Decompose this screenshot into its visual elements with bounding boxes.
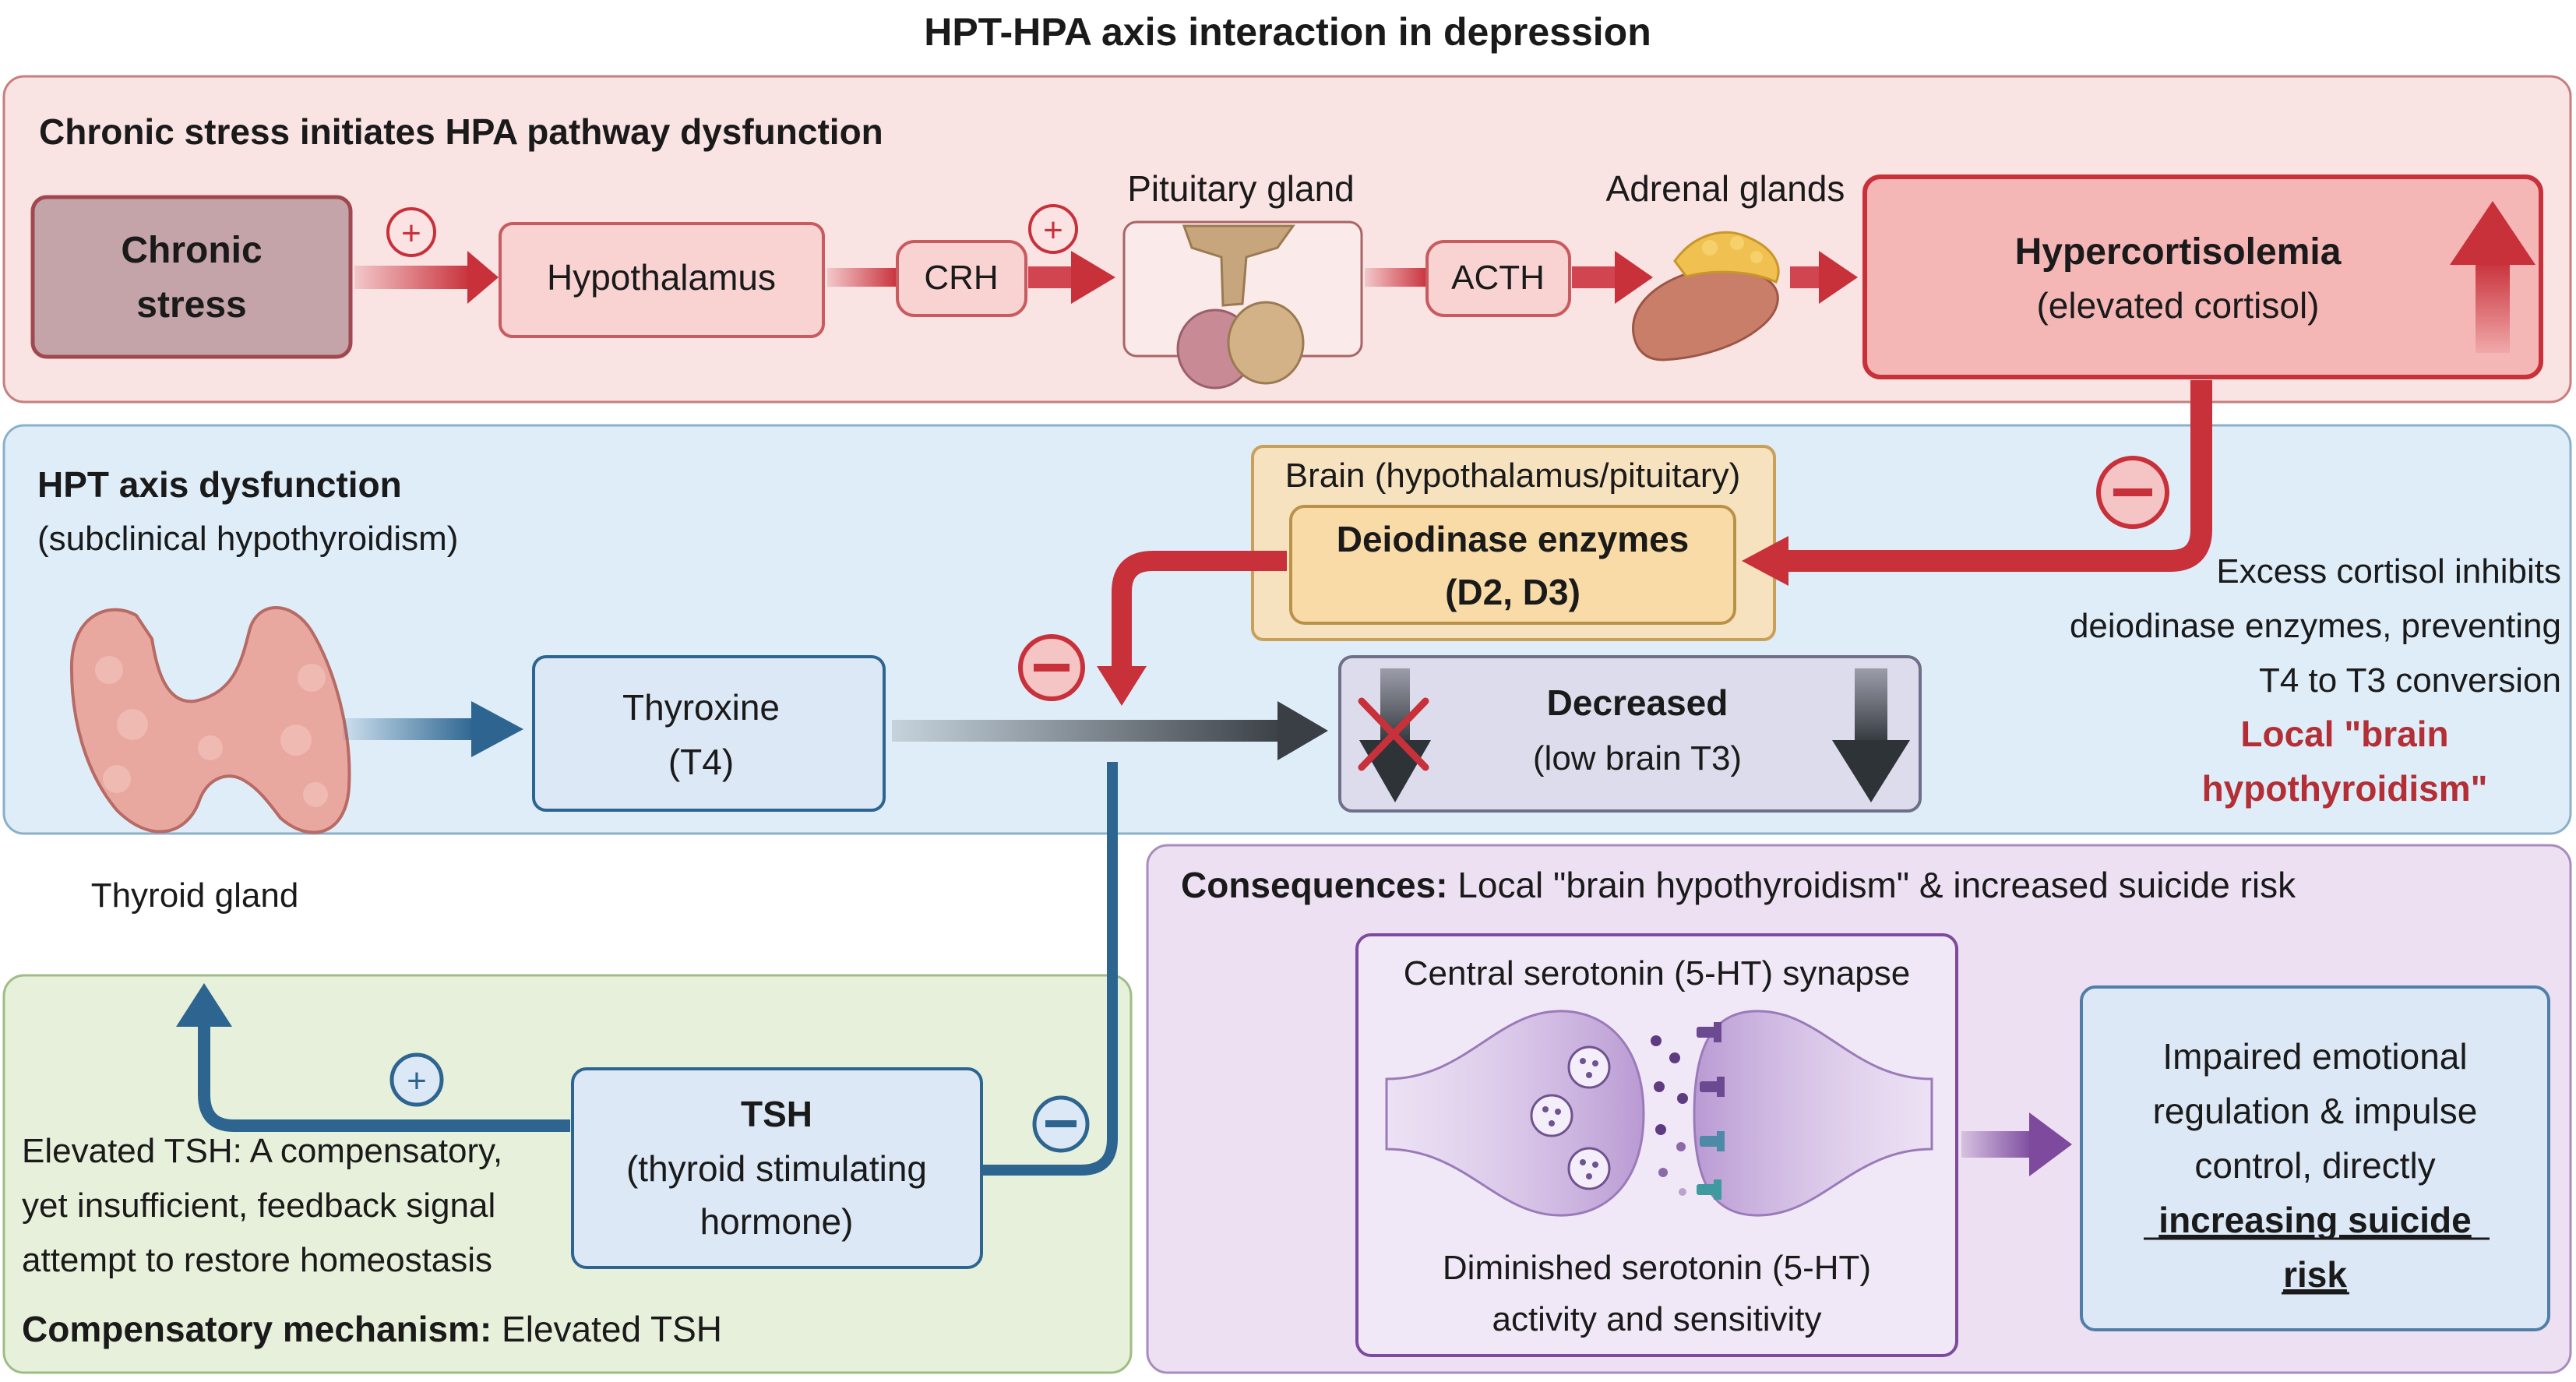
synapse-illustration-icon [1385, 1010, 1933, 1217]
impaired-text-2: regulation & impulse [2153, 1091, 2478, 1131]
tsh-feedback-path [198, 1022, 570, 1132]
impaired-text-3: control, directly [2194, 1145, 2435, 1186]
tsh-desc-2: hormone) [700, 1201, 854, 1242]
pituitary-gland-icon [1176, 224, 1305, 390]
minus-bar [1034, 664, 1070, 672]
hpt-subheading: (subclinical hypothyroidism) [37, 520, 458, 558]
d2d3-label: (D2, D3) [1445, 572, 1580, 612]
elevated-tsh-text-3: attempt to restore homeostasis [22, 1241, 492, 1279]
cortisol-note-2: deiodinase enzymes, preventing [2070, 607, 2561, 645]
hypothalamus-label: Hypothalamus [547, 257, 776, 298]
compensatory-mechanism-bold: Compensatory mechanism: [22, 1309, 492, 1349]
elevated-tsh-text-1: Elevated TSH: A compensatory, [22, 1132, 502, 1170]
thyroxine-label: Thyroxine [622, 687, 780, 728]
local-brain-hypo-2: hypothyroidism" [2202, 768, 2488, 809]
pituitary-label: Pituitary gland [1127, 168, 1355, 209]
diagram-title: HPT-HPA axis interaction in depression [924, 10, 1651, 54]
arrow-shaft [1365, 268, 1429, 287]
arrow-head-icon [471, 701, 523, 757]
consequences-heading-bold: Consequences: [1181, 865, 1448, 905]
arrow-head-icon [1277, 701, 1328, 760]
arrow-head-icon [1819, 251, 1858, 304]
down-arrow-shaft [1855, 668, 1887, 746]
minus-bar [1045, 1120, 1077, 1127]
deiodinase-label: Deiodinase enzymes [1337, 519, 1690, 559]
suicide-risk-text-1: increasing suicide [2158, 1200, 2471, 1240]
impaired-regulation-box [2080, 985, 2550, 1331]
acth-box [1425, 240, 1571, 317]
arrow-head-icon [1615, 251, 1653, 304]
compensatory-mechanism-line: Compensatory mechanism: Elevated TSH [22, 1309, 722, 1349]
arrow-head-icon [1071, 251, 1115, 304]
chronic-stress-label-2: stress [136, 284, 246, 326]
compensatory-mechanism-text: Elevated TSH [492, 1309, 722, 1349]
arrow-head-icon [2029, 1112, 2072, 1176]
synapse-label: Central serotonin (5-HT) synapse [1404, 954, 1910, 992]
plus-sign: + [407, 1062, 427, 1100]
inhibition-arrow-path [1784, 380, 2212, 572]
arrow-shaft [1790, 266, 1823, 288]
crh-box [896, 240, 1027, 317]
plus-icon [386, 207, 436, 257]
impaired-text-1: Impaired emotional [2162, 1036, 2467, 1077]
thyroid-label: Thyroid gland [91, 876, 299, 915]
arrow-head-icon [467, 251, 499, 304]
acth-label: ACTH [1451, 259, 1545, 297]
diminished-serotonin-1: Diminished serotonin (5-HT) [1443, 1249, 1871, 1287]
plus-sign: + [401, 214, 421, 252]
cortisol-note-1: Excess cortisol inhibits [2216, 552, 2561, 591]
decreased-box [1338, 655, 1922, 813]
diminished-serotonin-2: activity and sensitivity [1492, 1300, 1821, 1338]
arrow-shaft [1572, 266, 1619, 288]
plus-icon [389, 1052, 444, 1107]
deiodinase-arrow-path [1112, 551, 1287, 670]
thyroxine-box [532, 655, 886, 812]
plus-sign: + [1043, 211, 1063, 249]
arrow-shaft [354, 266, 471, 289]
minus-bar [2113, 488, 2152, 496]
hypercortisolemia-label: Hypercortisolemia [2015, 231, 2342, 273]
feedback-line [983, 762, 1118, 1176]
arrow-head-icon [176, 983, 232, 1027]
increase-arrow-icon [2450, 201, 2535, 265]
arrow-head-icon [1097, 666, 1147, 706]
chronic-stress-box [30, 195, 353, 359]
arrow-shaft [1961, 1131, 2033, 1158]
arrow-head-icon [1742, 536, 1788, 586]
consequences-heading-text: Local "brain hypothyroidism" & increased… [1448, 865, 2297, 905]
decreased-label: Decreased [1547, 682, 1728, 723]
consequences-heading: Consequences: Local "brain hypothyroidis… [1181, 865, 2296, 905]
hpa-heading: Chronic stress initiates HPA pathway dys… [39, 111, 883, 152]
crh-label: CRH [924, 259, 998, 297]
t4-label: (T4) [668, 742, 734, 782]
tsh-box [571, 1067, 983, 1269]
increase-arrow-shaft [2476, 261, 2510, 353]
plus-icon [1028, 204, 1078, 254]
brain-label: Brain (hypothalamus/pituitary) [1285, 457, 1740, 495]
arrow-shaft [343, 718, 475, 740]
local-brain-hypo-1: Local "brain [2240, 714, 2448, 754]
hypothalamus-box [499, 222, 825, 338]
arrow-shaft [892, 720, 1285, 742]
tsh-label: TSH [741, 1094, 812, 1134]
arrow-shaft [1028, 266, 1075, 288]
thyroid-gland-icon [69, 606, 351, 834]
elevated-cortisol-label: (elevated cortisol) [2036, 285, 2319, 326]
arrow-shaft [827, 268, 899, 287]
tsh-desc-1: (thyroid stimulating [626, 1148, 927, 1189]
low-t3-label: (low brain T3) [1533, 739, 1742, 777]
down-arrow-icon [1832, 740, 1910, 802]
adrenal-label: Adrenal glands [1606, 168, 1845, 209]
deiodinase-box [1289, 505, 1736, 625]
blocked-x-icon [1358, 697, 1429, 771]
chronic-stress-label-1: Chronic [121, 230, 262, 271]
suicide-risk-text-2: risk [2283, 1254, 2347, 1295]
cortisol-note-3: T4 to T3 conversion [2259, 661, 2561, 700]
hpt-heading: HPT axis dysfunction [37, 464, 402, 505]
elevated-tsh-text-2: yet insufficient, feedback signal [22, 1186, 495, 1225]
adrenal-gland-icon [1632, 231, 1780, 361]
hypercortisolemia-box [1862, 175, 2543, 379]
